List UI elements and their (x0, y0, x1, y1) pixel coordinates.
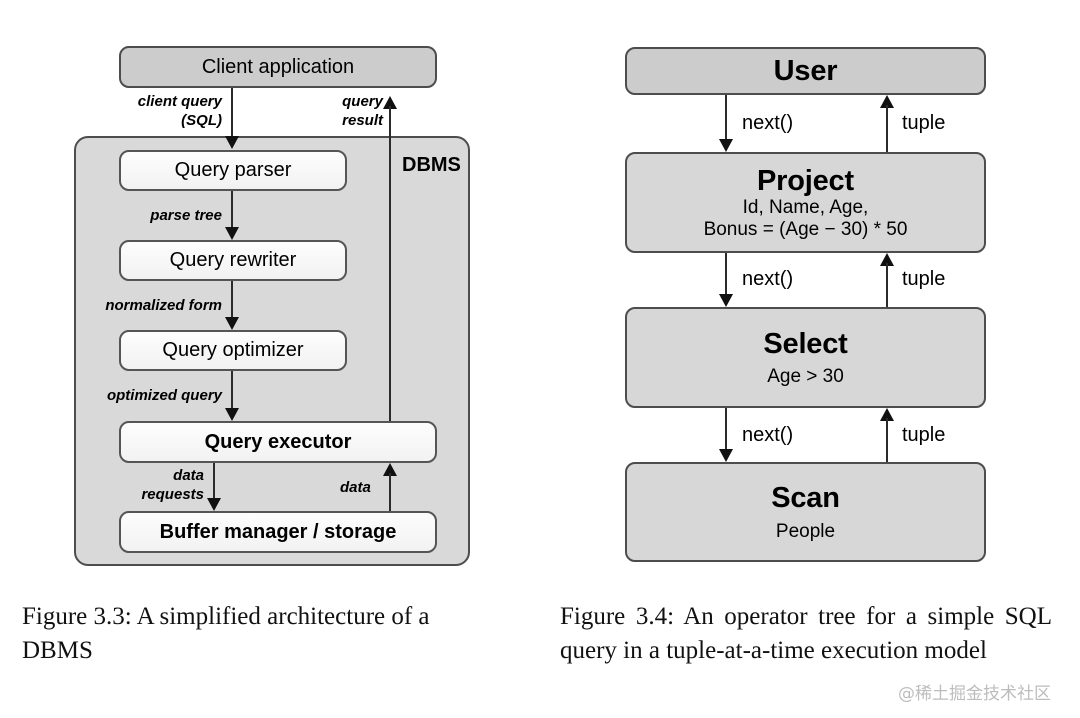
edge-project-select-next-label: next() (742, 268, 794, 290)
edge-label-query-result: query result (342, 93, 383, 130)
query-executor-label: Query executor (204, 430, 352, 453)
edge-user-project-next-arrow (719, 95, 733, 152)
edge-project-select-tuple-label: tuple (902, 268, 946, 290)
edge-project-select-tuple-arrow (880, 253, 894, 307)
operator-project-title: Project (757, 165, 854, 197)
operator-select-title: Select (763, 327, 848, 360)
edge-select-scan-next-arrow (719, 408, 733, 462)
operator-user-title: User (773, 54, 838, 87)
data-arrow (383, 463, 397, 511)
query-optimizer-box: Query optimizer (119, 330, 347, 371)
query-optimizer-label: Query optimizer (162, 339, 304, 362)
operator-project-line-2: Bonus = (Age − 30) * 50 (703, 218, 908, 240)
parse-tree-arrow (225, 191, 239, 240)
query-rewriter-label: Query rewriter (169, 249, 297, 272)
operator-project-box: Project Id, Name, Age, Bonus = (Age − 30… (625, 152, 986, 253)
operator-scan-line-1: People (775, 520, 836, 542)
edge-label-optimized-query: optimized query (106, 387, 222, 404)
query-result-arrow (383, 96, 397, 116)
edge-label-client-query: client query (SQL) (137, 93, 222, 130)
query-rewriter-box: Query rewriter (119, 240, 347, 281)
optimized-query-arrow (225, 371, 239, 421)
figure-3-4-caption: Figure 3.4: An operator tree for a simpl… (560, 603, 1052, 664)
buffer-manager-label: Buffer manager / storage (159, 520, 397, 543)
edge-label-normalized-form: normalized form (105, 297, 222, 314)
edge-select-scan-tuple-arrow (880, 408, 894, 462)
edge-user-project-tuple-label: tuple (902, 112, 946, 134)
edge-user-project-tuple-arrow (880, 95, 894, 152)
query-result-line (389, 110, 391, 421)
client-query-arrow (225, 88, 239, 149)
figure-3-3: Client application DBMS client query (SQ… (22, 46, 470, 664)
query-parser-label: Query parser (174, 159, 292, 182)
dbms-label: DBMS (402, 154, 461, 176)
operator-select-line-1: Age > 30 (767, 366, 844, 388)
client-application-box: Client application (119, 46, 437, 88)
edge-label-parse-tree: parse tree (150, 207, 222, 224)
operator-project-line-1: Id, Name, Age, (742, 197, 869, 219)
figure-3-4: User next() tuple Project Id, Name, Age,… (540, 0, 1080, 718)
data-requests-arrow (207, 463, 221, 511)
operator-select-box: Select Age > 30 (625, 307, 986, 408)
client-application-label: Client application (201, 55, 355, 78)
query-parser-box: Query parser (119, 150, 347, 191)
edge-select-scan-next-label: next() (742, 424, 794, 446)
normalized-form-arrow (225, 281, 239, 330)
edge-user-project-next-label: next() (742, 112, 794, 134)
figure-3-3-caption: Figure 3.3: A simplified architecture of… (22, 603, 430, 664)
query-executor-box: Query executor (119, 421, 437, 463)
edge-project-select-next-arrow (719, 253, 733, 307)
edge-label-data-requests: data requests (141, 467, 204, 504)
buffer-manager-box: Buffer manager / storage (119, 511, 437, 553)
edge-label-data: data (340, 479, 371, 496)
operator-user-box: User (625, 47, 986, 95)
operator-scan-box: Scan People (625, 462, 986, 562)
edge-select-scan-tuple-label: tuple (902, 424, 946, 446)
operator-scan-title: Scan (771, 482, 840, 515)
watermark-label: @稀土掘金技术社区 (898, 684, 1051, 704)
